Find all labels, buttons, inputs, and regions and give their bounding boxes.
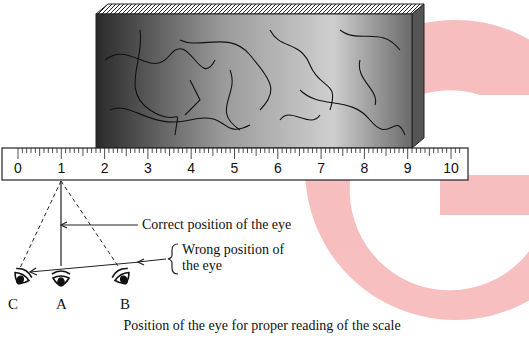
scale-number: 5 [231, 161, 239, 175]
ruler-scale [2, 148, 468, 180]
scale-number: 7 [317, 161, 325, 175]
eye-symbols [10, 266, 134, 288]
scale-number: 6 [274, 161, 282, 175]
scale-number: 10 [443, 161, 459, 175]
scale-number: 2 [101, 161, 109, 175]
scale-number: 4 [187, 161, 195, 175]
ruler-scale: 0 1 2 3 4 5 6 7 8 9 10 [2, 148, 468, 180]
scale-number: 8 [361, 161, 369, 175]
scale-number: 3 [144, 161, 152, 175]
scale-number: 0 [14, 161, 22, 175]
wooden-block [96, 4, 424, 148]
eye-letter: C [8, 296, 18, 313]
scale-number: 1 [57, 161, 65, 175]
eye-letter: B [120, 296, 130, 313]
figure-caption: Position of the eye for proper reading o… [123, 318, 400, 334]
wrong-label: Wrong position of the eye [182, 242, 292, 274]
eye-letter: A [56, 296, 67, 313]
correct-label: Correct position of the eye [142, 217, 291, 233]
scale-number: 9 [404, 161, 412, 175]
